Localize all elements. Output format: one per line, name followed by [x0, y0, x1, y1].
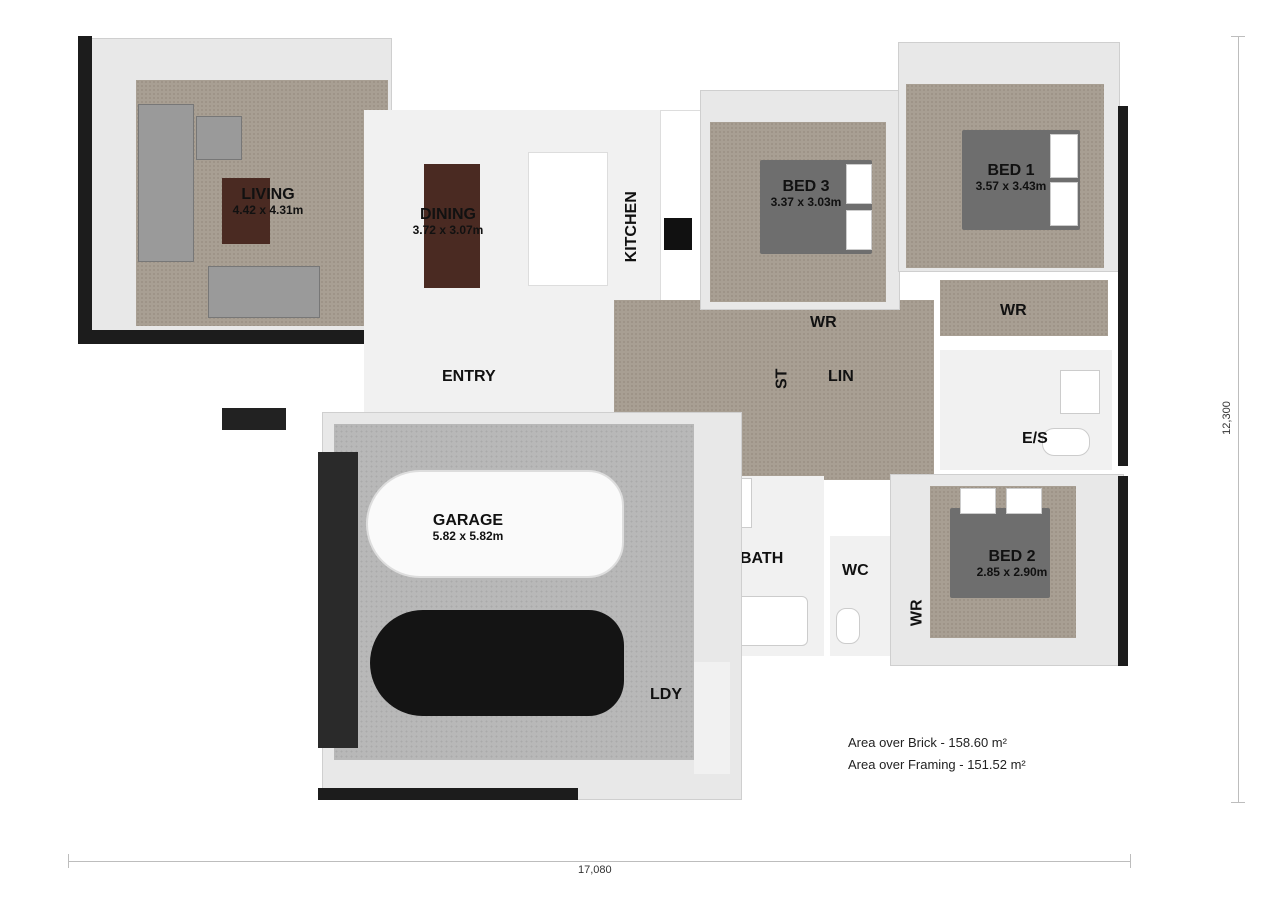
- east-wall: [1118, 106, 1128, 466]
- room-label-bed1: BED 1 3.57 x 3.43m: [956, 162, 1066, 193]
- garage-name: GARAGE: [432, 512, 504, 529]
- bed1-name: BED 1: [987, 162, 1035, 179]
- room-label-kitchen: KITCHEN: [622, 191, 640, 263]
- room-label-wr-bed1: WR: [1000, 302, 1027, 319]
- hallway-floor: [614, 300, 934, 480]
- living-name: LIVING: [241, 186, 295, 203]
- room-label-st: ST: [773, 368, 791, 390]
- garage-door[interactable]: [318, 452, 358, 748]
- letterbox: [222, 408, 286, 430]
- width-dimension-tick-left: [68, 854, 69, 868]
- room-label-dining: DINING 3.72 x 3.07m: [388, 206, 508, 237]
- height-dimension-line: [1238, 36, 1239, 802]
- wc-toilet: [836, 608, 860, 644]
- room-label-garage: GARAGE 5.82 x 5.82m: [408, 512, 528, 543]
- bed1-dim: 3.57 x 3.43m: [975, 178, 1047, 193]
- width-dimension-line: [68, 861, 1130, 862]
- width-dimension-tick-right: [1130, 854, 1131, 868]
- bed2-bed: [950, 508, 1050, 598]
- room-label-living: LIVING 4.42 x 4.31m: [208, 186, 328, 217]
- room-label-wc: WC: [842, 562, 869, 579]
- living-coffee-table: [222, 178, 270, 244]
- wr-bed1-floor: [940, 280, 1108, 336]
- room-label-ldy: LDY: [650, 686, 682, 703]
- area-over-framing: Area over Framing - 151.52 m²: [848, 757, 1026, 772]
- room-label-bed3: BED 3 3.37 x 3.03m: [748, 178, 864, 209]
- height-dimension-tick-bottom: [1231, 802, 1245, 803]
- bed2-pillow: [1006, 488, 1042, 514]
- room-label-es: E/S: [1022, 430, 1048, 447]
- living-sofa-left: [138, 104, 194, 262]
- room-label-wr-bed3: WR: [810, 314, 837, 331]
- living-south-wall: [78, 330, 378, 344]
- dining-dim: 3.72 x 3.07m: [412, 222, 484, 237]
- garage-south-wall: [318, 788, 578, 800]
- bed3-name: BED 3: [782, 178, 830, 195]
- width-dimension-text: 17,080: [578, 864, 612, 876]
- kitchen-island: [528, 152, 608, 286]
- white-car: [366, 470, 624, 578]
- dining-table: [424, 164, 480, 288]
- bed2-pillow: [960, 488, 996, 514]
- dining-name: DINING: [420, 206, 476, 223]
- bed2-dim: 2.85 x 2.90m: [976, 564, 1048, 579]
- area-summary: Area over Brick - 158.60 m² Area over Fr…: [848, 732, 1026, 776]
- ensuite-toilet: [1042, 428, 1090, 456]
- room-label-lin: LIN: [828, 368, 854, 385]
- garage-dim: 5.82 x 5.82m: [432, 528, 504, 543]
- bed3-pillow: [846, 210, 872, 250]
- cooktop: [664, 218, 692, 250]
- bed2-name: BED 2: [988, 548, 1036, 565]
- bed1-pillow: [1050, 134, 1078, 178]
- ensuite-vanity: [1060, 370, 1100, 414]
- living-dim: 4.42 x 4.31m: [232, 202, 304, 217]
- black-car: [370, 610, 624, 716]
- laundry-floor: [694, 662, 730, 774]
- height-dimension-tick-top: [1231, 36, 1245, 37]
- living-sofa-bottom: [208, 266, 320, 318]
- area-over-brick: Area over Brick - 158.60 m²: [848, 735, 1007, 750]
- room-label-bed2: BED 2 2.85 x 2.90m: [960, 548, 1064, 579]
- bed2-east-wall: [1118, 476, 1128, 666]
- room-label-wr-bed2: WR: [908, 599, 926, 627]
- living-west-wall: [78, 36, 92, 336]
- bed1-pillow: [1050, 182, 1078, 226]
- living-armchair: [196, 116, 242, 160]
- bed3-dim: 3.37 x 3.03m: [770, 194, 842, 209]
- room-label-entry: ENTRY: [442, 368, 496, 385]
- room-label-bath: BATH: [740, 550, 784, 567]
- bed3-pillow: [846, 164, 872, 204]
